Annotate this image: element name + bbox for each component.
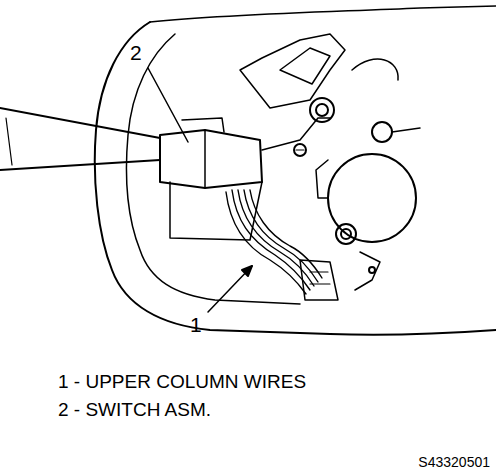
leader-line bbox=[148, 68, 188, 142]
switch-assembly bbox=[160, 130, 262, 188]
housing-rib bbox=[352, 59, 398, 80]
pin bbox=[372, 122, 392, 142]
boss bbox=[310, 98, 334, 122]
lever-stalk bbox=[0, 108, 160, 138]
lever-stalk bbox=[6, 118, 12, 165]
callout-number: 1 bbox=[190, 314, 202, 335]
cylinder bbox=[328, 154, 416, 242]
screw bbox=[296, 149, 304, 150]
boss bbox=[336, 224, 356, 244]
boss bbox=[316, 104, 328, 116]
callout-number: 2 bbox=[130, 42, 142, 63]
legend-note: 1 - UPPER COLUMN WIRES bbox=[58, 372, 306, 391]
screw bbox=[294, 144, 306, 156]
leader-arrowhead bbox=[242, 266, 252, 276]
lever-stalk bbox=[0, 160, 160, 170]
legend-note: 2 - SWITCH ASM. bbox=[58, 400, 211, 419]
linkage bbox=[355, 252, 380, 290]
figure-id: S43320501 bbox=[418, 455, 490, 469]
switch-assembly bbox=[204, 130, 206, 188]
switch-assembly bbox=[182, 118, 224, 132]
boss bbox=[341, 229, 351, 239]
housing-rib bbox=[240, 34, 345, 108]
housing-rib bbox=[280, 48, 330, 84]
linkage bbox=[369, 267, 375, 273]
housing-outline bbox=[95, 22, 496, 335]
pin bbox=[392, 128, 420, 132]
housing-top-edge bbox=[150, 6, 496, 22]
leader-line bbox=[208, 266, 252, 312]
cylinder-mount bbox=[316, 160, 328, 198]
housing-inner-outline bbox=[127, 34, 301, 304]
